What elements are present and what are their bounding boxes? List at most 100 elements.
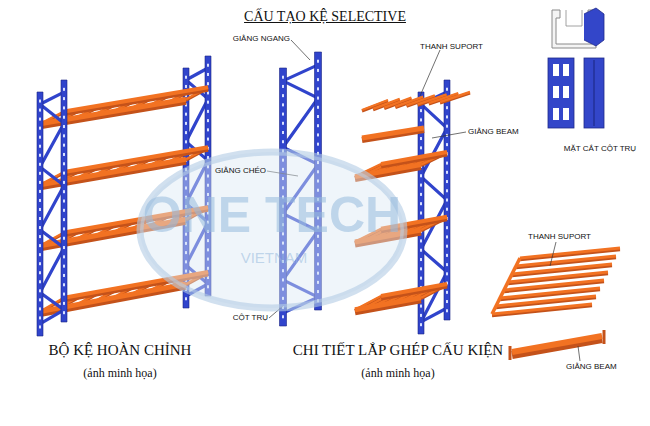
post-hole <box>63 311 65 314</box>
post-hole <box>207 91 209 94</box>
post-hole <box>63 125 65 128</box>
post-hole <box>282 76 284 79</box>
post-hole <box>63 153 65 156</box>
post-hole <box>63 97 65 100</box>
column-hole <box>563 86 569 98</box>
post-hole <box>39 253 41 256</box>
post-hole <box>63 246 65 249</box>
post-hole <box>39 307 41 310</box>
post-hole <box>282 85 284 88</box>
post-hole <box>446 162 448 165</box>
post-hole <box>446 245 448 248</box>
post-hole <box>317 60 319 63</box>
post-hole <box>63 293 65 296</box>
post-hole <box>39 118 41 121</box>
post-hole <box>282 94 284 97</box>
post-hole <box>420 258 422 261</box>
post-hole <box>446 226 448 229</box>
leader-line <box>550 242 556 266</box>
post-hole <box>63 283 65 286</box>
post-hole <box>39 190 41 193</box>
part-label: GIẰNG BEAM <box>468 128 519 136</box>
caption-note: (ảnh minh họa) <box>83 367 156 379</box>
post-hole <box>446 189 448 192</box>
post-hole <box>39 154 41 157</box>
loose-parts <box>492 248 620 360</box>
post-hole <box>446 88 448 91</box>
post-hole <box>420 277 422 280</box>
diagram-title: CẤU TẠO KỆ SELECTIVE <box>244 10 406 24</box>
post-hole <box>207 138 209 141</box>
post-hole <box>63 255 65 258</box>
post-hole <box>63 274 65 277</box>
post-hole <box>39 127 41 130</box>
rack-drawings <box>37 52 620 360</box>
column-piece <box>548 58 574 128</box>
column-piece <box>584 58 604 128</box>
post-hole <box>39 145 41 148</box>
post-hole <box>185 131 187 134</box>
watermark-ellipse <box>140 152 404 308</box>
post-hole <box>207 128 209 131</box>
column-hole <box>563 108 569 120</box>
post-hole <box>282 140 284 143</box>
post-hole <box>39 316 41 319</box>
beam-end <box>492 258 520 314</box>
post-hole <box>39 163 41 166</box>
post-hole <box>185 76 187 79</box>
upright-post <box>37 92 43 336</box>
post-hole <box>185 122 187 125</box>
caption-note: (ảnh minh họa) <box>361 367 434 379</box>
post-hole <box>39 109 41 112</box>
post-hole <box>420 212 422 215</box>
post-hole <box>420 202 422 205</box>
post-hole <box>63 227 65 230</box>
post-hole <box>185 140 187 143</box>
post-hole <box>63 237 65 240</box>
post-hole <box>207 82 209 85</box>
post-hole <box>63 162 65 165</box>
upright-post <box>61 80 67 322</box>
post-hole <box>446 235 448 238</box>
part-label: GIẰNG NGANG <box>233 35 290 43</box>
post-hole <box>446 115 448 118</box>
post-hole <box>282 131 284 134</box>
post-hole <box>446 208 448 211</box>
post-hole <box>39 235 41 238</box>
post-hole <box>63 302 65 305</box>
leader-line <box>578 346 580 361</box>
part-label: CỘT TRỤ <box>233 314 268 322</box>
post-hole <box>39 280 41 283</box>
horizontal-brace <box>283 65 318 81</box>
support-bar-shade <box>440 93 470 103</box>
column-hole <box>553 86 559 98</box>
post-hole <box>39 298 41 301</box>
post-hole <box>317 143 319 146</box>
post-hole <box>446 171 448 174</box>
part-label: GIẰNG CHÉO <box>215 167 266 175</box>
post-hole <box>63 172 65 175</box>
post-hole <box>63 88 65 91</box>
beam-end-plate <box>603 330 606 344</box>
figure-caption: CHI TIẾT LẮP GHÉP CẤU KIỆN <box>293 343 503 358</box>
post-hole <box>39 262 41 265</box>
post-hole <box>39 199 41 202</box>
post-hole <box>420 193 422 196</box>
column-hole <box>553 64 559 76</box>
post-hole <box>63 134 65 137</box>
post-hole <box>446 199 448 202</box>
post-hole <box>39 136 41 139</box>
column-section <box>548 8 604 128</box>
post-hole <box>185 113 187 116</box>
part-label: GIẰNG BEAM <box>566 363 617 371</box>
post-hole <box>39 181 41 184</box>
post-hole <box>282 113 284 116</box>
post-hole <box>317 115 319 118</box>
post-hole <box>39 226 41 229</box>
post-hole <box>63 181 65 184</box>
post-hole <box>317 97 319 100</box>
leader-line <box>432 132 466 138</box>
post-hole <box>420 305 422 308</box>
